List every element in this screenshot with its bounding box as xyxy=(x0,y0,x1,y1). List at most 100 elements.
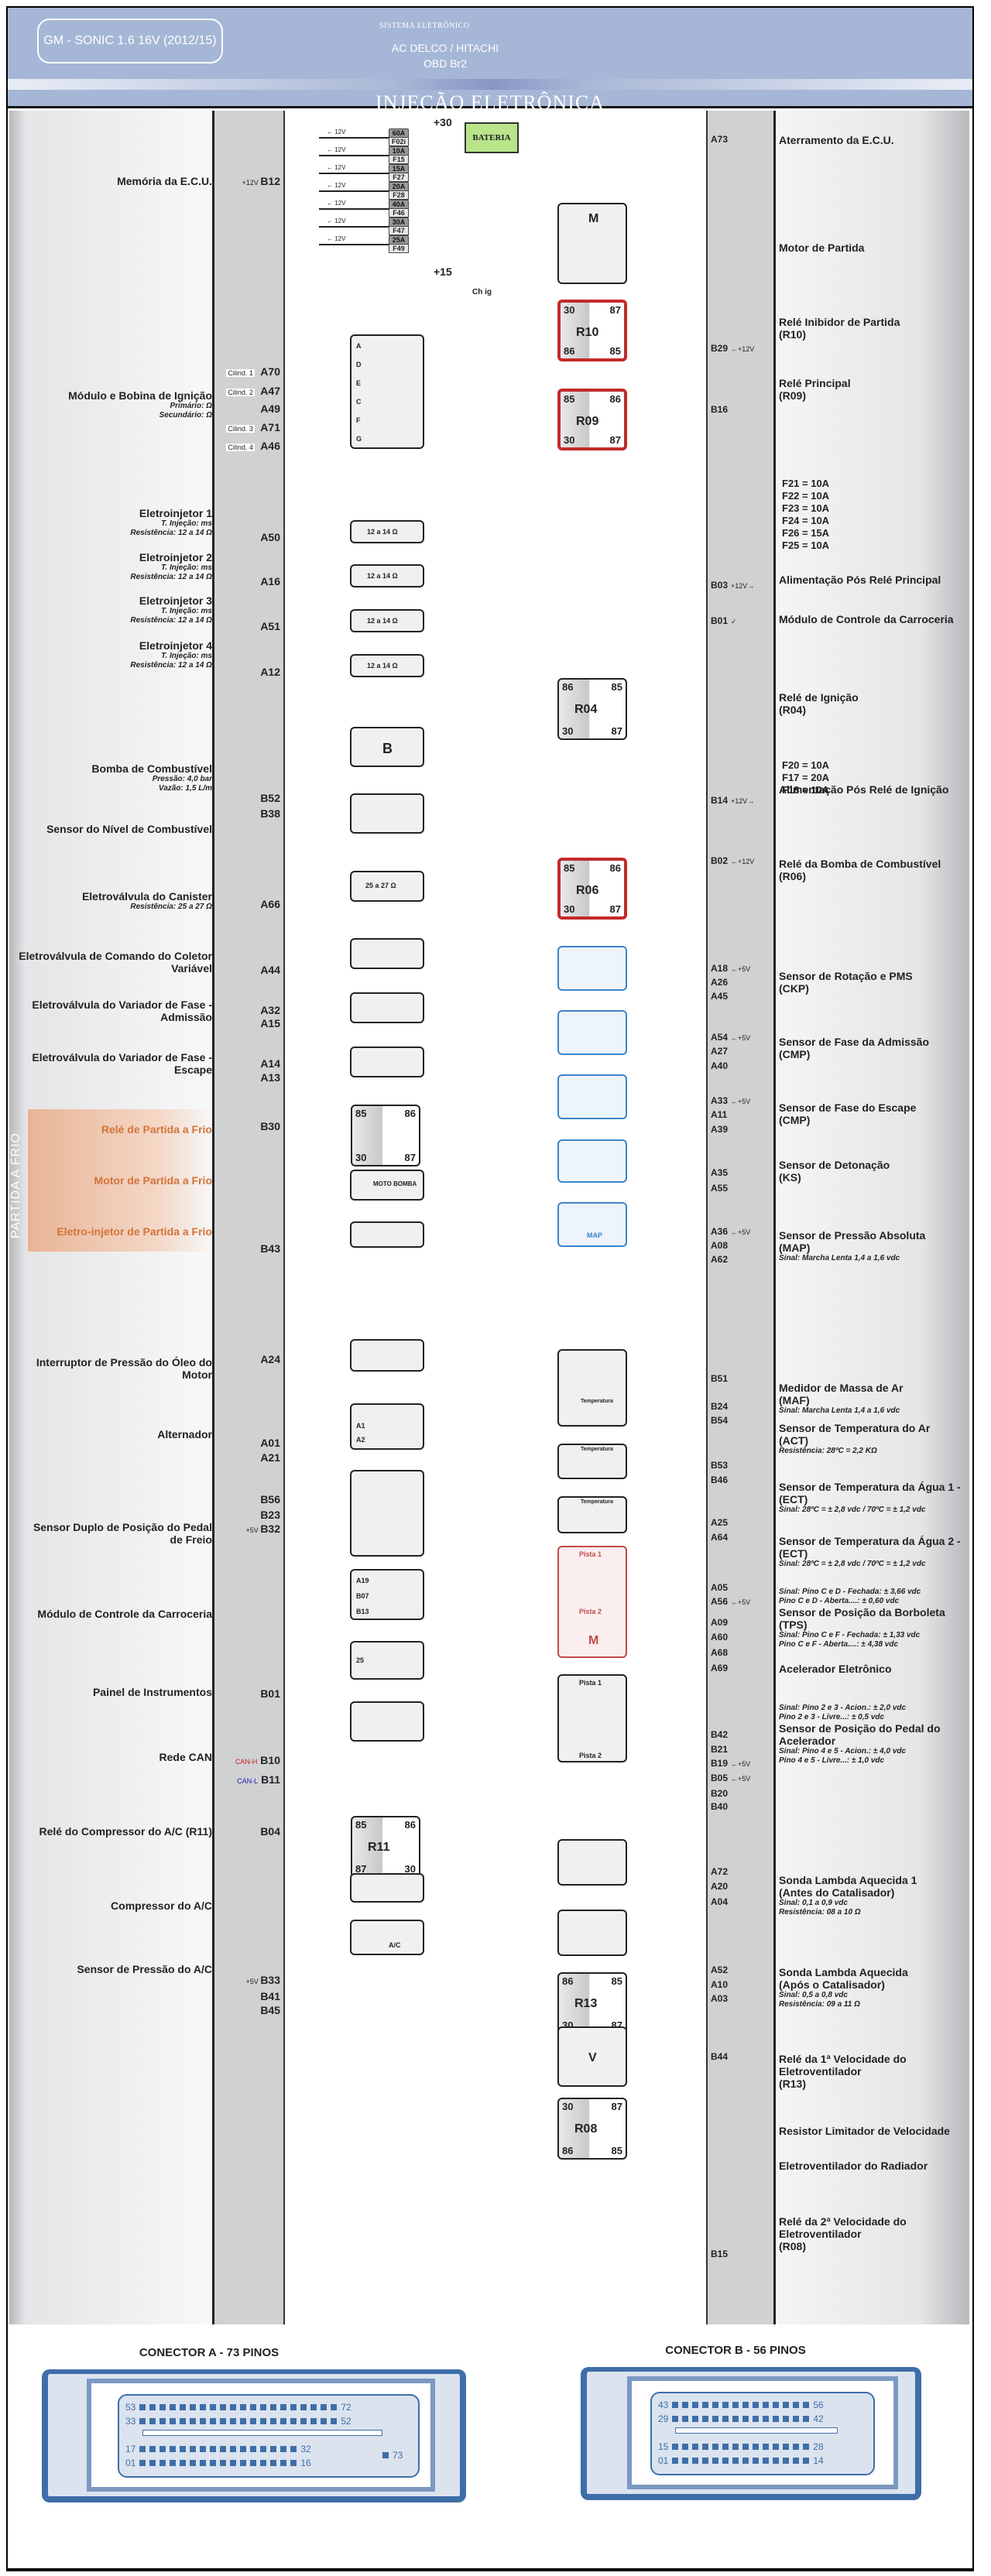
right-pin-a04[interactable]: A04 xyxy=(711,1896,728,1907)
right-pin-b46[interactable]: B46 xyxy=(711,1475,728,1485)
left-pin-b23[interactable]: B23 xyxy=(215,1509,285,1521)
left-pin-a71[interactable]: Cilind. 3 A71 xyxy=(215,421,285,433)
right-pin-a69[interactable]: A69 xyxy=(711,1663,728,1673)
right-pin-a18[interactable]: A18←+5V xyxy=(711,963,750,974)
right-pin-a73[interactable]: A73 xyxy=(711,134,728,145)
right-pin-a55[interactable]: A55 xyxy=(711,1183,728,1194)
right-pin-a45[interactable]: A45 xyxy=(711,991,728,1002)
pin-square xyxy=(742,2416,749,2422)
right-pin-b02[interactable]: B02←+12V xyxy=(711,855,754,866)
right-pin-b53[interactable]: B53 xyxy=(711,1460,728,1471)
right-pin-a09[interactable]: A09 xyxy=(711,1617,728,1628)
left-pin-a21[interactable]: A21 xyxy=(215,1451,285,1464)
right-pin-b29[interactable]: B29←+12V xyxy=(711,343,754,354)
right-pin-b42[interactable]: B42 xyxy=(711,1729,728,1740)
right-pin-a10[interactable]: A10 xyxy=(711,1979,728,1990)
right-pin-a56[interactable]: A56←+5V xyxy=(711,1596,750,1607)
left-pin-b45[interactable]: B45 xyxy=(215,2004,285,2016)
pin-id: A62 xyxy=(711,1254,729,1265)
left-pin-b52[interactable]: B52 xyxy=(215,792,285,804)
right-pin-a68[interactable]: A68 xyxy=(711,1647,728,1658)
right-pin-a03[interactable]: A03 xyxy=(711,1993,728,2004)
right-pin-a11[interactable]: A11 xyxy=(711,1109,727,1120)
left-pin-a70[interactable]: Cilind. 1 A70 xyxy=(215,365,285,378)
left-pin-b56[interactable]: B56 xyxy=(215,1493,285,1506)
right-pin-a40[interactable]: A40 xyxy=(711,1060,728,1071)
pin-square xyxy=(742,2458,749,2464)
right-pin-b21[interactable]: B21 xyxy=(711,1744,728,1755)
right-pin-a39[interactable]: A39 xyxy=(711,1124,728,1135)
left-pin-b43[interactable]: B43 xyxy=(215,1242,285,1255)
component-name: Eletroventilador do Radiador xyxy=(779,2160,928,2172)
fuse-amp: 60A xyxy=(389,128,409,138)
left-pin-b38[interactable]: B38 xyxy=(215,807,285,820)
right-pin-b24[interactable]: B24 xyxy=(711,1401,728,1412)
right-pin-b20[interactable]: B20 xyxy=(711,1788,728,1799)
right-pin-a33[interactable]: A33←+5V xyxy=(711,1095,750,1106)
left-pin-b33[interactable]: +5V B33 xyxy=(215,1974,285,1986)
left-pin-b10[interactable]: CAN-H B10 xyxy=(215,1754,285,1766)
right-pin-a20[interactable]: A20 xyxy=(711,1881,728,1892)
fuse-id: F46 xyxy=(389,209,409,218)
right-pin-a72[interactable]: A72 xyxy=(711,1866,728,1877)
component-spec: Sinal: 0,5 a 0,8 vdc xyxy=(779,1991,848,1999)
right-pin-b01[interactable]: B01✓ xyxy=(711,615,737,626)
right-pin-a52[interactable]: A52 xyxy=(711,1965,728,1975)
right-pin-b44[interactable]: B44 xyxy=(711,2051,728,2062)
left-pin-a47[interactable]: Cilind. 2 A47 xyxy=(215,385,285,397)
voltage-note: ✓ xyxy=(731,618,737,625)
right-pin-a27[interactable]: A27 xyxy=(711,1046,728,1057)
right-pin-a64[interactable]: A64 xyxy=(711,1532,728,1543)
component-name: Sensor de Posição da Borboleta xyxy=(779,1606,945,1619)
right-pin-b40[interactable]: B40 xyxy=(711,1801,728,1812)
fuse-wire xyxy=(319,244,389,245)
fuse-amp: 30A xyxy=(389,218,409,227)
right-pin-a36[interactable]: A36←+5V xyxy=(711,1226,750,1237)
left-pin-a13[interactable]: A13 xyxy=(215,1071,285,1084)
right-pin-a08[interactable]: A08 xyxy=(711,1240,728,1251)
left-pin-a51[interactable]: A51 xyxy=(215,620,285,632)
right-pin-b54[interactable]: B54 xyxy=(711,1415,728,1426)
left-pin-b30[interactable]: B30 xyxy=(215,1120,285,1132)
left-pin-a66[interactable]: A66 xyxy=(215,898,285,910)
right-pin-b51[interactable]: B51 xyxy=(711,1373,728,1384)
right-pin-a35[interactable]: A35 xyxy=(711,1167,728,1178)
left-pin-a12[interactable]: A12 xyxy=(215,666,285,678)
right-pin-b14[interactable]: B14+12V→ xyxy=(711,795,754,806)
left-pin-b04[interactable]: B04 xyxy=(215,1825,285,1838)
right-pin-a60[interactable]: A60 xyxy=(711,1632,728,1643)
right-pin-a62[interactable]: A62 xyxy=(711,1254,728,1265)
right-pin-b15[interactable]: B15 xyxy=(711,2249,728,2259)
left-pin-b01[interactable]: B01 xyxy=(215,1687,285,1700)
left-pin-b32[interactable]: +5V B32 xyxy=(215,1523,285,1535)
right-pin-a25[interactable]: A25 xyxy=(711,1517,728,1528)
right-pin-a54[interactable]: A54←+5V xyxy=(711,1032,750,1043)
left-pin-a32[interactable]: A32 xyxy=(215,1004,285,1016)
left-pin-b12[interactable]: +12V B12 xyxy=(215,175,285,187)
left-pin-a16[interactable]: A16 xyxy=(215,575,285,587)
left-pin-a49[interactable]: A49 xyxy=(215,402,285,415)
left-pin-a15[interactable]: A15 xyxy=(215,1017,285,1029)
component-code: (R13) xyxy=(779,2078,807,2090)
left-pin-a46[interactable]: Cilind. 4 A46 xyxy=(215,440,285,452)
left-pin-a24[interactable]: A24 xyxy=(215,1353,285,1365)
fuse-list-item: F22 = 10A xyxy=(782,490,830,502)
left-pin-a01[interactable]: A01 xyxy=(215,1437,285,1449)
right-pin-b03[interactable]: B03+12V→ xyxy=(711,580,754,591)
right-pin-b05[interactable]: B05←+5V xyxy=(711,1773,750,1783)
left-pin-a44[interactable]: A44 xyxy=(215,964,285,976)
left-pin-b41[interactable]: B41 xyxy=(215,1990,285,2002)
left-pin-b11[interactable]: CAN-L B11 xyxy=(215,1773,285,1786)
left-pin-a50[interactable]: A50 xyxy=(215,531,285,543)
left-pin-a14[interactable]: A14 xyxy=(215,1057,285,1070)
right-pin-a05[interactable]: A05 xyxy=(711,1582,728,1593)
right-pin-b19[interactable]: B19←+5V xyxy=(711,1758,750,1769)
pin-id: A55 xyxy=(711,1183,729,1194)
right-pin-a26[interactable]: A26 xyxy=(711,977,728,988)
right-pin-b16[interactable]: B16 xyxy=(711,404,728,415)
